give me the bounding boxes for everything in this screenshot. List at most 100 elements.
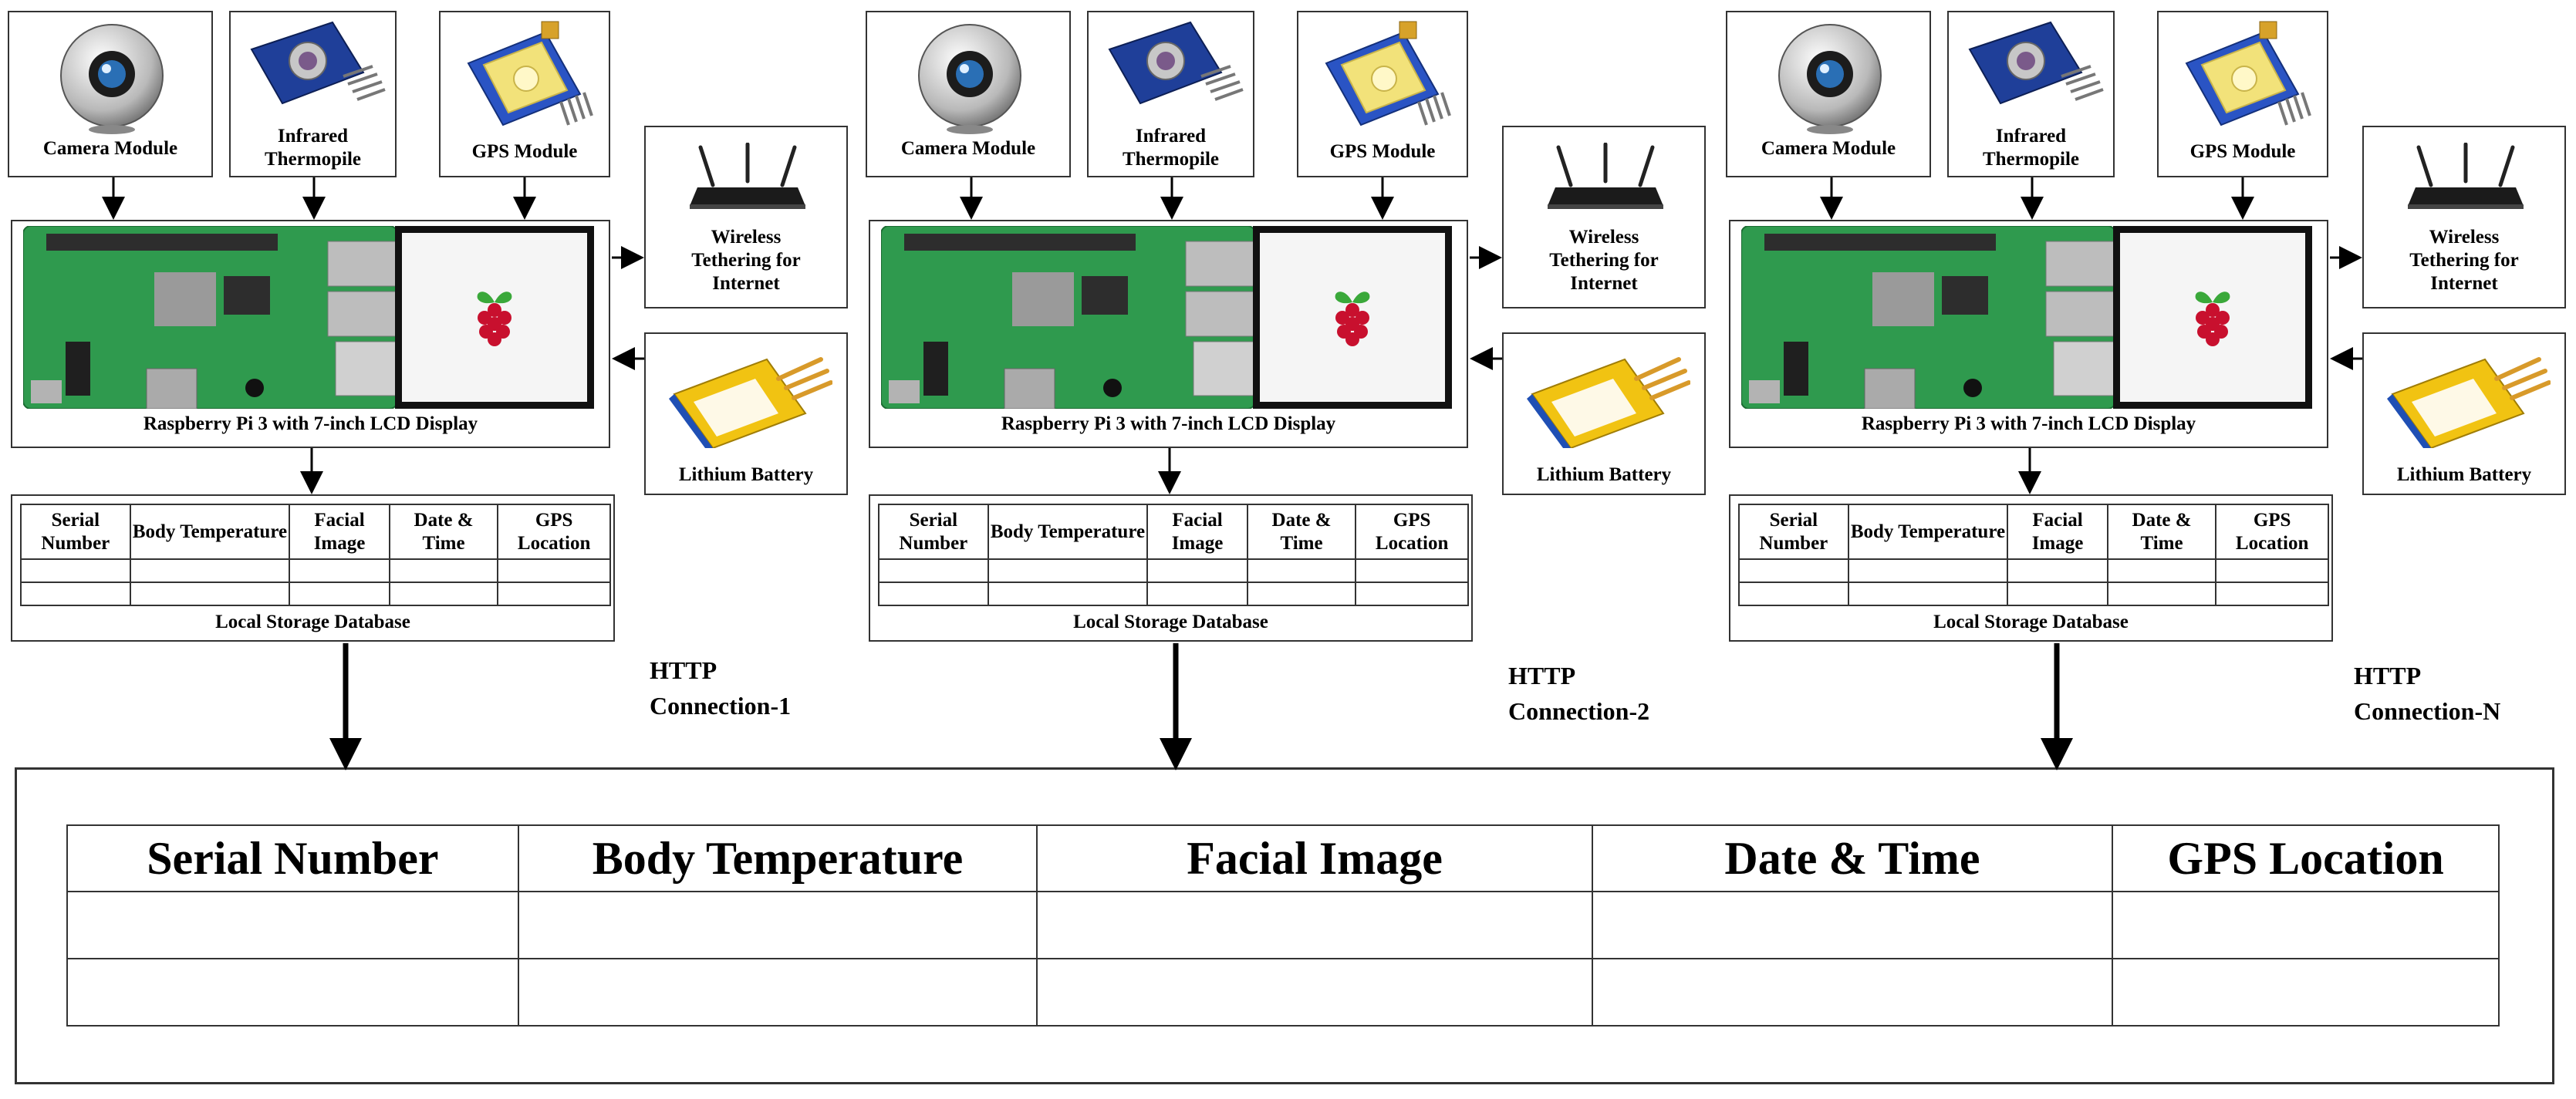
camera-module-box: Camera Module [866,11,1071,177]
central-header-facial-image: Facial Image [1036,824,1593,892]
camera-icon [918,24,1021,134]
local-header-facial-image: Facial Image [289,504,390,560]
infrared-thermopile-label: Infrared Thermopile [265,126,361,170]
gps-module-label: GPS Module [1329,141,1436,162]
http-connection-n-label: HTTP Connection-N [2354,662,2501,725]
local-storage-database-box: Serial Number Body Temperature Facial Im… [11,494,615,642]
local-header-gps-location: GPS Location [497,504,611,560]
wireless-tethering-label: Wireless Tethering for Internet [1549,227,1659,294]
gps-module-label: GPS Module [2189,141,2296,162]
thermopile-sensor-icon [1108,21,1244,105]
local-header-facial-image: Facial Image [1146,504,1248,560]
table-row [20,558,611,583]
camera-module-box: Camera Module [1726,11,1931,177]
lcd-display [395,226,594,409]
camera-module-box: Camera Module [8,11,213,177]
wireless-tethering-label: Wireless Tethering for Internet [2409,227,2519,294]
raspberry-pi-box: Raspberry Pi 3 with 7-inch LCD Display [1729,220,2328,448]
edge-device-unit: Camera Module Infrared Thermopile [0,0,858,771]
central-header-date-time: Date & Time [1591,824,2114,892]
local-header-serial-number: Serial Number [1738,504,1849,560]
local-storage-database-label: Local Storage Database [1933,612,2129,632]
lcd-display [1253,226,1452,409]
table-row [1738,582,2329,606]
camera-module-label: Camera Module [1761,138,1896,159]
local-table-header-row: Serial Number Body Temperature Facial Im… [20,504,611,560]
thermopile-sensor-icon [250,21,386,105]
local-storage-database-box: Serial Number Body Temperature Facial Im… [1729,494,2333,642]
infrared-thermopile-box: Infrared Thermopile [229,11,397,177]
local-header-date-time: Date & Time [1246,504,1357,560]
http-connection-2-label: HTTP Connection-2 [1508,662,1650,725]
gps-module-icon [467,21,593,126]
router-icon [690,143,805,209]
local-header-date-time: Date & Time [388,504,499,560]
lithium-battery-box: Lithium Battery [1502,332,1706,495]
central-database-table: Serial Number Body Temperature Facial Im… [66,824,2500,1027]
gps-module-label: GPS Module [471,141,578,162]
table-row [66,891,2500,959]
local-header-body-temperature: Body Temperature [129,504,291,560]
central-header-serial-number: Serial Number [66,824,519,892]
battery-icon [669,357,832,448]
raspberry-logo-icon [477,292,512,346]
lithium-battery-box: Lithium Battery [2362,332,2566,495]
raspberry-pi-label: Raspberry Pi 3 with 7-inch LCD Display [1861,413,2196,434]
central-table-header-row: Serial Number Body Temperature Facial Im… [66,824,2500,892]
raspberry-pi-label: Raspberry Pi 3 with 7-inch LCD Display [1001,413,1336,434]
lcd-display [2113,226,2312,409]
local-storage-table: Serial Number Body Temperature Facial Im… [1738,504,2329,606]
raspberry-logo-icon [2195,292,2230,346]
battery-icon [1527,357,1690,448]
camera-module-label: Camera Module [900,138,1036,159]
local-header-body-temperature: Body Temperature [987,504,1149,560]
wireless-tethering-box: Wireless Tethering for Internet [2362,126,2566,308]
local-storage-table: Serial Number Body Temperature Facial Im… [878,504,1469,606]
edge-device-unit: Camera Module Infrared Thermopile [858,0,1716,771]
gps-module-icon [2185,21,2311,126]
raspberry-pi-board-icon [23,226,397,409]
infrared-thermopile-label: Infrared Thermopile [1123,126,1219,170]
gps-module-icon [1325,21,1451,126]
lithium-battery-box: Lithium Battery [644,332,848,495]
local-header-gps-location: GPS Location [2215,504,2329,560]
router-icon [1548,143,1663,209]
raspberry-pi-board-icon [1741,226,2115,409]
table-row [20,582,611,606]
edge-device-unit: Camera Module Infrared Thermopile [1718,0,2576,771]
camera-module-label: Camera Module [42,138,178,159]
wireless-tethering-box: Wireless Tethering for Internet [644,126,848,308]
table-row [878,582,1469,606]
local-header-date-time: Date & Time [2106,504,2217,560]
raspberry-logo-icon [1335,292,1370,346]
lithium-battery-label: Lithium Battery [2396,464,2532,485]
local-table-header-row: Serial Number Body Temperature Facial Im… [1738,504,2329,560]
lithium-battery-label: Lithium Battery [678,464,814,485]
local-header-gps-location: GPS Location [1355,504,1469,560]
raspberry-pi-board-icon [881,226,1255,409]
table-row [66,958,2500,1027]
raspberry-pi-label: Raspberry Pi 3 with 7-inch LCD Display [143,413,478,434]
table-row [878,558,1469,583]
http-connection-1-label: HTTP Connection-1 [650,656,792,720]
local-header-facial-image: Facial Image [2007,504,2108,560]
central-header-gps-location: GPS Location [2112,824,2500,892]
gps-module-box: GPS Module [2157,11,2328,177]
local-header-body-temperature: Body Temperature [1847,504,2009,560]
local-header-serial-number: Serial Number [878,504,989,560]
local-table-header-row: Serial Number Body Temperature Facial Im… [878,504,1469,560]
table-row [1738,558,2329,583]
camera-icon [1778,24,1882,134]
local-storage-table: Serial Number Body Temperature Facial Im… [20,504,611,606]
infrared-thermopile-box: Infrared Thermopile [1087,11,1254,177]
local-storage-database-box: Serial Number Body Temperature Facial Im… [869,494,1473,642]
gps-module-box: GPS Module [1297,11,1468,177]
router-icon [2408,143,2524,209]
raspberry-pi-box: Raspberry Pi 3 with 7-inch LCD Display [869,220,1468,448]
infrared-thermopile-box: Infrared Thermopile [1947,11,2115,177]
battery-icon [2387,357,2551,448]
thermopile-sensor-icon [1968,21,2104,105]
wireless-tethering-label: Wireless Tethering for Internet [691,227,801,294]
local-storage-database-label: Local Storage Database [1073,612,1268,632]
